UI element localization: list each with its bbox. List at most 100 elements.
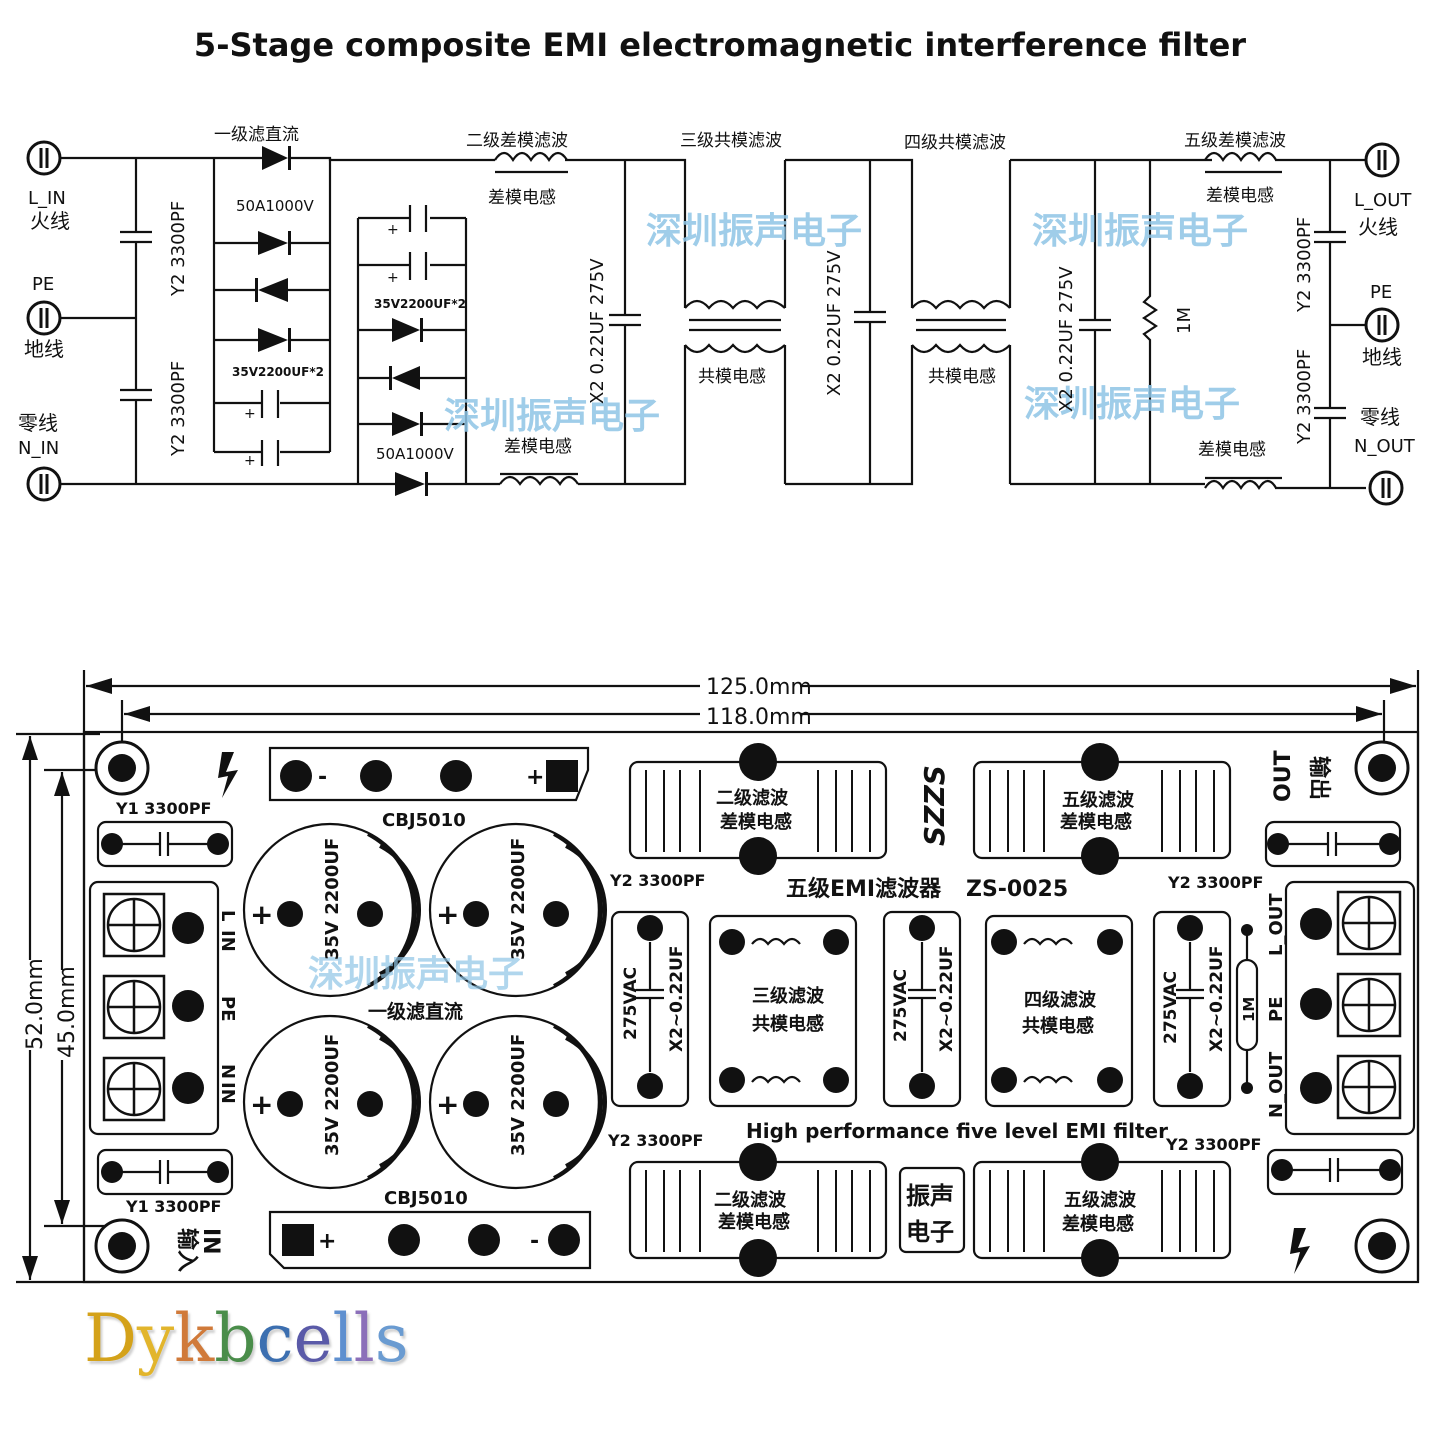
cap-label: 35V 2200UF bbox=[508, 1034, 529, 1156]
zero-in-label: 零线 bbox=[18, 411, 58, 435]
y2-label-d: Y2 3300PF bbox=[1165, 1135, 1261, 1154]
y2-label-b: Y2 3300PF bbox=[1167, 873, 1263, 892]
pe-left-label: PE bbox=[32, 274, 54, 295]
stage4-label: 四级共模滤波 bbox=[904, 133, 1006, 153]
bridge-top-label: CBJ5010 bbox=[382, 810, 466, 831]
stage4-line1: 四级滤波 bbox=[1024, 989, 1097, 1011]
stage5-bottom-line1: 五级滤波 bbox=[1064, 1189, 1137, 1211]
cap-plus: + bbox=[250, 898, 273, 931]
model-cn: 五级EMI滤波器 bbox=[786, 876, 942, 902]
y2-bottom-right: Y2 3300PF bbox=[1294, 349, 1315, 445]
bridge-plus: + bbox=[526, 765, 544, 790]
stage2-top-line2: 差模电感 bbox=[720, 811, 792, 833]
fire-in-label: 火线 bbox=[30, 209, 70, 233]
dim-height-inner: 45.0mm bbox=[55, 966, 80, 1058]
resistor-board-label: 1M bbox=[1240, 997, 1258, 1022]
term-pe-out: PE bbox=[1266, 997, 1287, 1023]
in-en: IN bbox=[198, 1228, 223, 1255]
szzs-logo: SZZS bbox=[918, 765, 951, 846]
model: ZS-0025 bbox=[966, 877, 1068, 902]
y1-top-label: Y1 3300PF bbox=[115, 799, 211, 818]
cm-inductor3: 共模电感 bbox=[698, 367, 766, 387]
page-title: 5-Stage composite EMI electromagnetic in… bbox=[193, 26, 1247, 64]
x2-vac: 275VAC bbox=[1161, 971, 1181, 1044]
stage5-top-line1: 五级滤波 bbox=[1062, 789, 1135, 811]
slogan: High performance five level EMI filter bbox=[746, 1119, 1168, 1143]
cap-label: 35V 2200UF bbox=[322, 838, 343, 960]
zero-out-label: 零线 bbox=[1360, 405, 1400, 429]
stage5-bottom-line2: 差模电感 bbox=[1062, 1213, 1134, 1235]
in-cn: 输入 bbox=[174, 1228, 200, 1272]
stage1-board-label: 一级滤直流 bbox=[368, 1000, 463, 1023]
term-n: N bbox=[217, 1064, 238, 1079]
dim-height-outer: 52.0mm bbox=[23, 958, 48, 1050]
term-in: IN bbox=[217, 930, 238, 952]
bridge-minus: - bbox=[318, 765, 327, 790]
dim-outer: 125.0mm bbox=[706, 675, 812, 700]
x2-val: X2~0.22UF bbox=[667, 945, 687, 1052]
watermark: 深圳振声电子 bbox=[308, 954, 524, 995]
pcb-layout: 125.0mm 118.0mm 52.0mm 45.0mm bbox=[16, 670, 1420, 1284]
l-in-label: L_IN bbox=[28, 188, 66, 209]
stage1-label: 一级滤直流 bbox=[214, 125, 299, 145]
y2-top-right: Y2 3300PF bbox=[1294, 217, 1315, 313]
cm-inductor4: 共模电感 bbox=[928, 367, 996, 387]
maker-line1: 振声 bbox=[906, 1182, 954, 1210]
cap-plus: + bbox=[250, 1088, 273, 1121]
stage3-line1: 三级滤波 bbox=[752, 985, 825, 1007]
cap-label: 35V 2200UF bbox=[322, 1034, 343, 1156]
cap-label: 35V 2200UF bbox=[508, 838, 529, 960]
diode-rating-top: 50A1000V bbox=[236, 197, 315, 215]
bridge-minus-bottom: - bbox=[530, 1229, 539, 1254]
x2-vac: 275VAC bbox=[891, 969, 911, 1042]
ground-right-label: 地线 bbox=[1362, 345, 1402, 369]
y2-bottom-left: Y2 3300PF bbox=[168, 361, 189, 457]
x2-stage3: X2 0.22UF 275V bbox=[824, 250, 845, 396]
term-n-out: N_OUT bbox=[1266, 1051, 1287, 1118]
term-pe: PE bbox=[217, 996, 238, 1022]
out-en: OUT bbox=[1271, 750, 1296, 802]
cap-bank-left: 35V2200UF*2 bbox=[232, 365, 324, 379]
stage2-top-line1: 二级滤波 bbox=[716, 787, 789, 809]
l-out-label: L_OUT bbox=[1354, 190, 1412, 211]
diode-rating-bottom: 50A1000V bbox=[376, 445, 455, 463]
x2-val: X2~0.22UF bbox=[937, 945, 957, 1052]
x2-stage4: X2 0.22UF 275V bbox=[1056, 266, 1077, 412]
dm-inductor5-top: 差模电感 bbox=[1206, 186, 1274, 206]
cap-bank-right: 35V2200UF*2 bbox=[374, 297, 466, 311]
dm-inductor-bottom: 差模电感 bbox=[504, 437, 572, 457]
watermark: 深圳振声电子 bbox=[1024, 384, 1240, 425]
dim-inner: 118.0mm bbox=[706, 705, 812, 730]
stage3-line2: 共模电感 bbox=[752, 1013, 824, 1035]
svg-text:+: + bbox=[244, 453, 256, 469]
stage5-top-line2: 差模电感 bbox=[1060, 811, 1132, 833]
resistor-label: 1M bbox=[1174, 307, 1195, 334]
cap-plus: + bbox=[436, 1088, 459, 1121]
dm-inductor-top: 差模电感 bbox=[488, 188, 556, 208]
stage2-label: 二级差模滤波 bbox=[466, 131, 568, 151]
fire-out-label: 火线 bbox=[1358, 215, 1398, 239]
out-cn: 输出 bbox=[1306, 756, 1332, 800]
n-in-label: N_IN bbox=[18, 438, 59, 459]
stage3-label: 三级共模滤波 bbox=[680, 131, 782, 151]
y2-top-left: Y2 3300PF bbox=[168, 201, 189, 297]
y2-label-a: Y2 3300PF bbox=[609, 871, 705, 890]
watermark: 深圳振声电子 bbox=[1032, 211, 1248, 252]
brand-logo: Dykbcells bbox=[84, 1300, 409, 1377]
stage5-label: 五级差模滤波 bbox=[1184, 131, 1286, 151]
cap-plus: + bbox=[436, 898, 459, 931]
n-out-label: N_OUT bbox=[1354, 436, 1416, 457]
y2-label-c: Y2 3300PF bbox=[607, 1131, 703, 1150]
y1-bottom-label: Y1 3300PF bbox=[125, 1197, 221, 1216]
stage4-line2: 共模电感 bbox=[1022, 1015, 1094, 1037]
svg-text:+: + bbox=[244, 406, 256, 422]
bridge-bottom-label: CBJ5010 bbox=[384, 1188, 468, 1209]
x2-val: X2~0.22UF bbox=[1207, 945, 1227, 1052]
ground-left-label: 地线 bbox=[24, 337, 64, 361]
schematic-diagram: 深圳振声电子 深圳振声电子 深圳振声电子 深圳振声电子 L_IN 火线 PE 地… bbox=[18, 125, 1416, 506]
svg-text:+: + bbox=[387, 270, 399, 286]
maker-line2: 电子 bbox=[906, 1218, 954, 1246]
stage2-bottom-line2: 差模电感 bbox=[718, 1211, 790, 1233]
bridge-plus-bottom: + bbox=[318, 1229, 336, 1254]
x2-vac: 275VAC bbox=[621, 967, 641, 1040]
